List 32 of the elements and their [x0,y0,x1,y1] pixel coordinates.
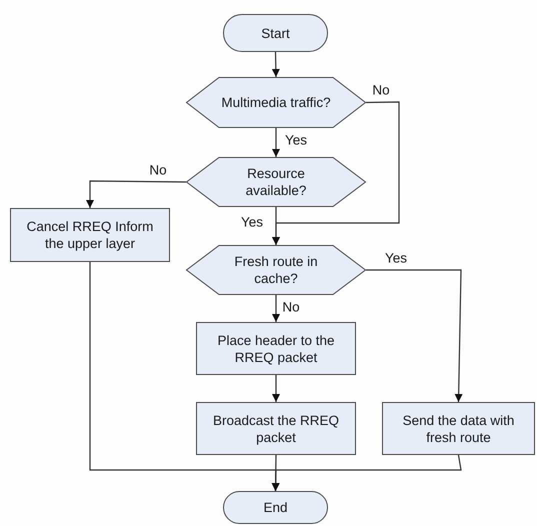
node-text: Cancel RREQ Inform the upper layer [26,218,154,252]
node-text: Multimedia traffic? [221,94,331,111]
arrow [272,52,280,78]
arrow [366,269,463,402]
arrow [272,128,280,157]
arrow [272,295,280,322]
decision-hexagon [186,157,366,207]
edge-label: No [371,82,391,98]
terminator-shape [223,491,328,524]
node-text: Fresh route in cache? [233,253,319,287]
edge-label: Yes [240,214,264,230]
edge-label: Yes [384,250,408,266]
arrow [272,207,280,245]
arrow [272,454,462,492]
node-text: Broadcast the RREQ packet [212,412,340,446]
edge-label: No [148,162,168,178]
process-box [196,402,356,455]
node-text: Send the data with fresh route [402,412,516,446]
node-text: Resource available? [244,165,308,199]
process-box [196,322,356,375]
edge-label: No [281,300,301,314]
process-box [382,402,535,455]
arrow [86,180,186,208]
arrow [272,375,280,402]
decision-hexagon [186,245,366,295]
node-text: End [263,499,288,516]
node-text: Start [261,24,290,42]
terminator-shape [223,14,328,52]
node-text: Place header to the RREQ packet [216,332,336,366]
decision-hexagon [186,77,366,128]
process-box [10,208,170,262]
edge-label: Yes [284,132,308,148]
